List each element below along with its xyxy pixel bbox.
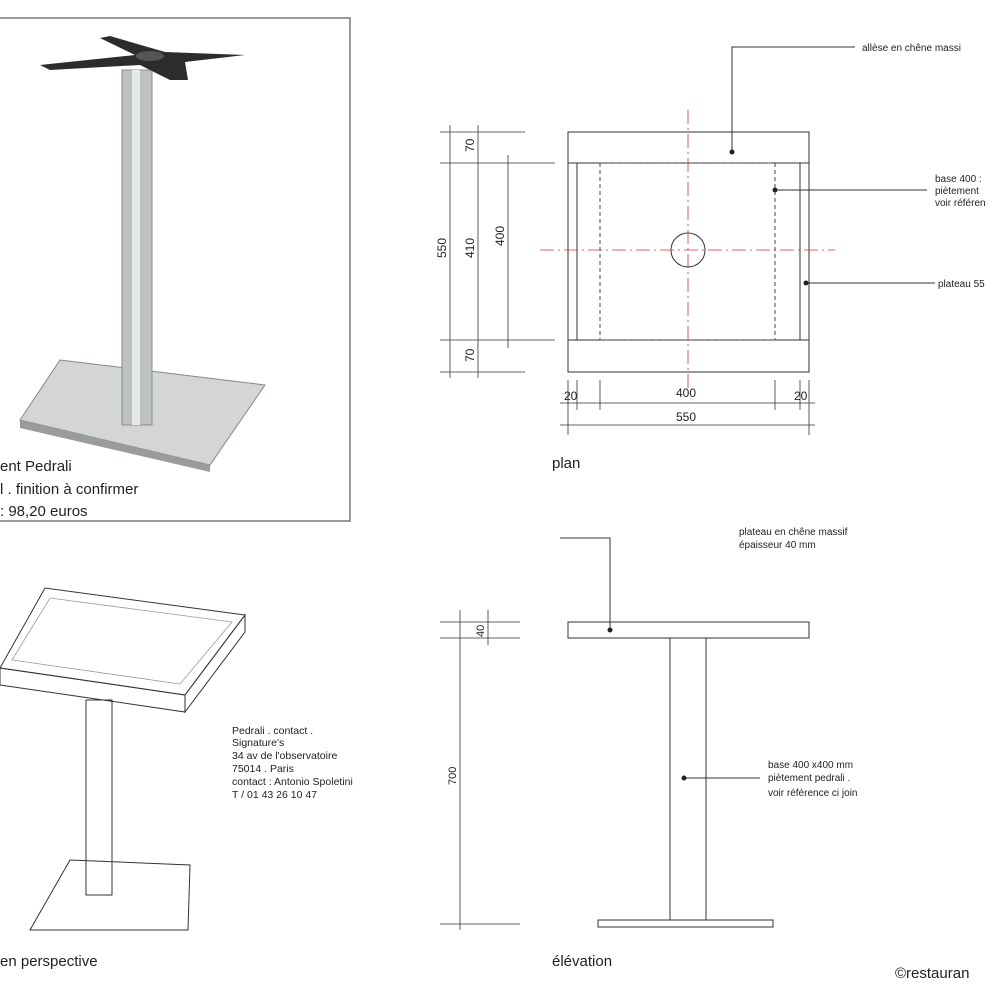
perspective-title: en perspective: [0, 953, 98, 970]
copyright: ©restauran: [895, 965, 969, 982]
photo-caption-line: : 98,20 euros: [0, 503, 88, 520]
dim-20-right: 20: [794, 389, 808, 403]
contact-line: contact : Antonio Spoletini: [232, 776, 353, 788]
contact-line: T / 01 43 26 10 47: [232, 789, 317, 801]
dim-550-vertical: 550: [435, 238, 449, 258]
elevation-base-label: voir référence ci join: [768, 788, 857, 799]
dim-20-left: 20: [564, 389, 578, 403]
dim-700: 700: [447, 767, 459, 785]
dim-40: 40: [475, 625, 487, 637]
plan-view: [440, 46, 935, 435]
plan-base-label: piètement: [935, 186, 979, 197]
product-photo: [0, 17, 351, 522]
contact-line: 75014 . Paris: [232, 763, 294, 775]
elevation-view: [440, 537, 810, 930]
elevation-base-label: base 400 x400 mm: [768, 760, 853, 771]
dim-550-horizontal: 550: [676, 410, 696, 424]
dim-400-vertical: 400: [493, 226, 507, 246]
photo-caption-line: ent Pedrali: [0, 458, 72, 475]
elevation-plateau-label: épaisseur 40 mm: [739, 540, 816, 551]
elevation-plateau-label: plateau en chêne massif: [739, 527, 848, 538]
contact-block: Pedrali . contact . Signature's 34 av de…: [232, 725, 353, 801]
dim-70-top: 70: [463, 138, 477, 152]
plan-title: plan: [552, 455, 580, 472]
elevation-base-label: piètement pedrali .: [768, 773, 850, 784]
photo-caption-line: l . finition à confirmer: [0, 481, 138, 498]
dim-70-bottom: 70: [463, 348, 477, 362]
plateau-label: plateau 55: [938, 279, 985, 290]
dim-400-horizontal: 400: [676, 386, 696, 400]
plan-base-label: voir référen: [935, 198, 986, 209]
allese-label: allèse en chêne massi: [862, 43, 961, 54]
plan-base-label: base 400 :: [935, 174, 982, 185]
dim-410: 410: [463, 238, 477, 258]
elevation-title: élévation: [552, 953, 612, 970]
contact-line: Pedrali . contact .: [232, 725, 313, 737]
contact-line: Signature's: [232, 737, 284, 749]
contact-line: 34 av de l'observatoire: [232, 750, 337, 762]
perspective-view: [0, 587, 246, 931]
